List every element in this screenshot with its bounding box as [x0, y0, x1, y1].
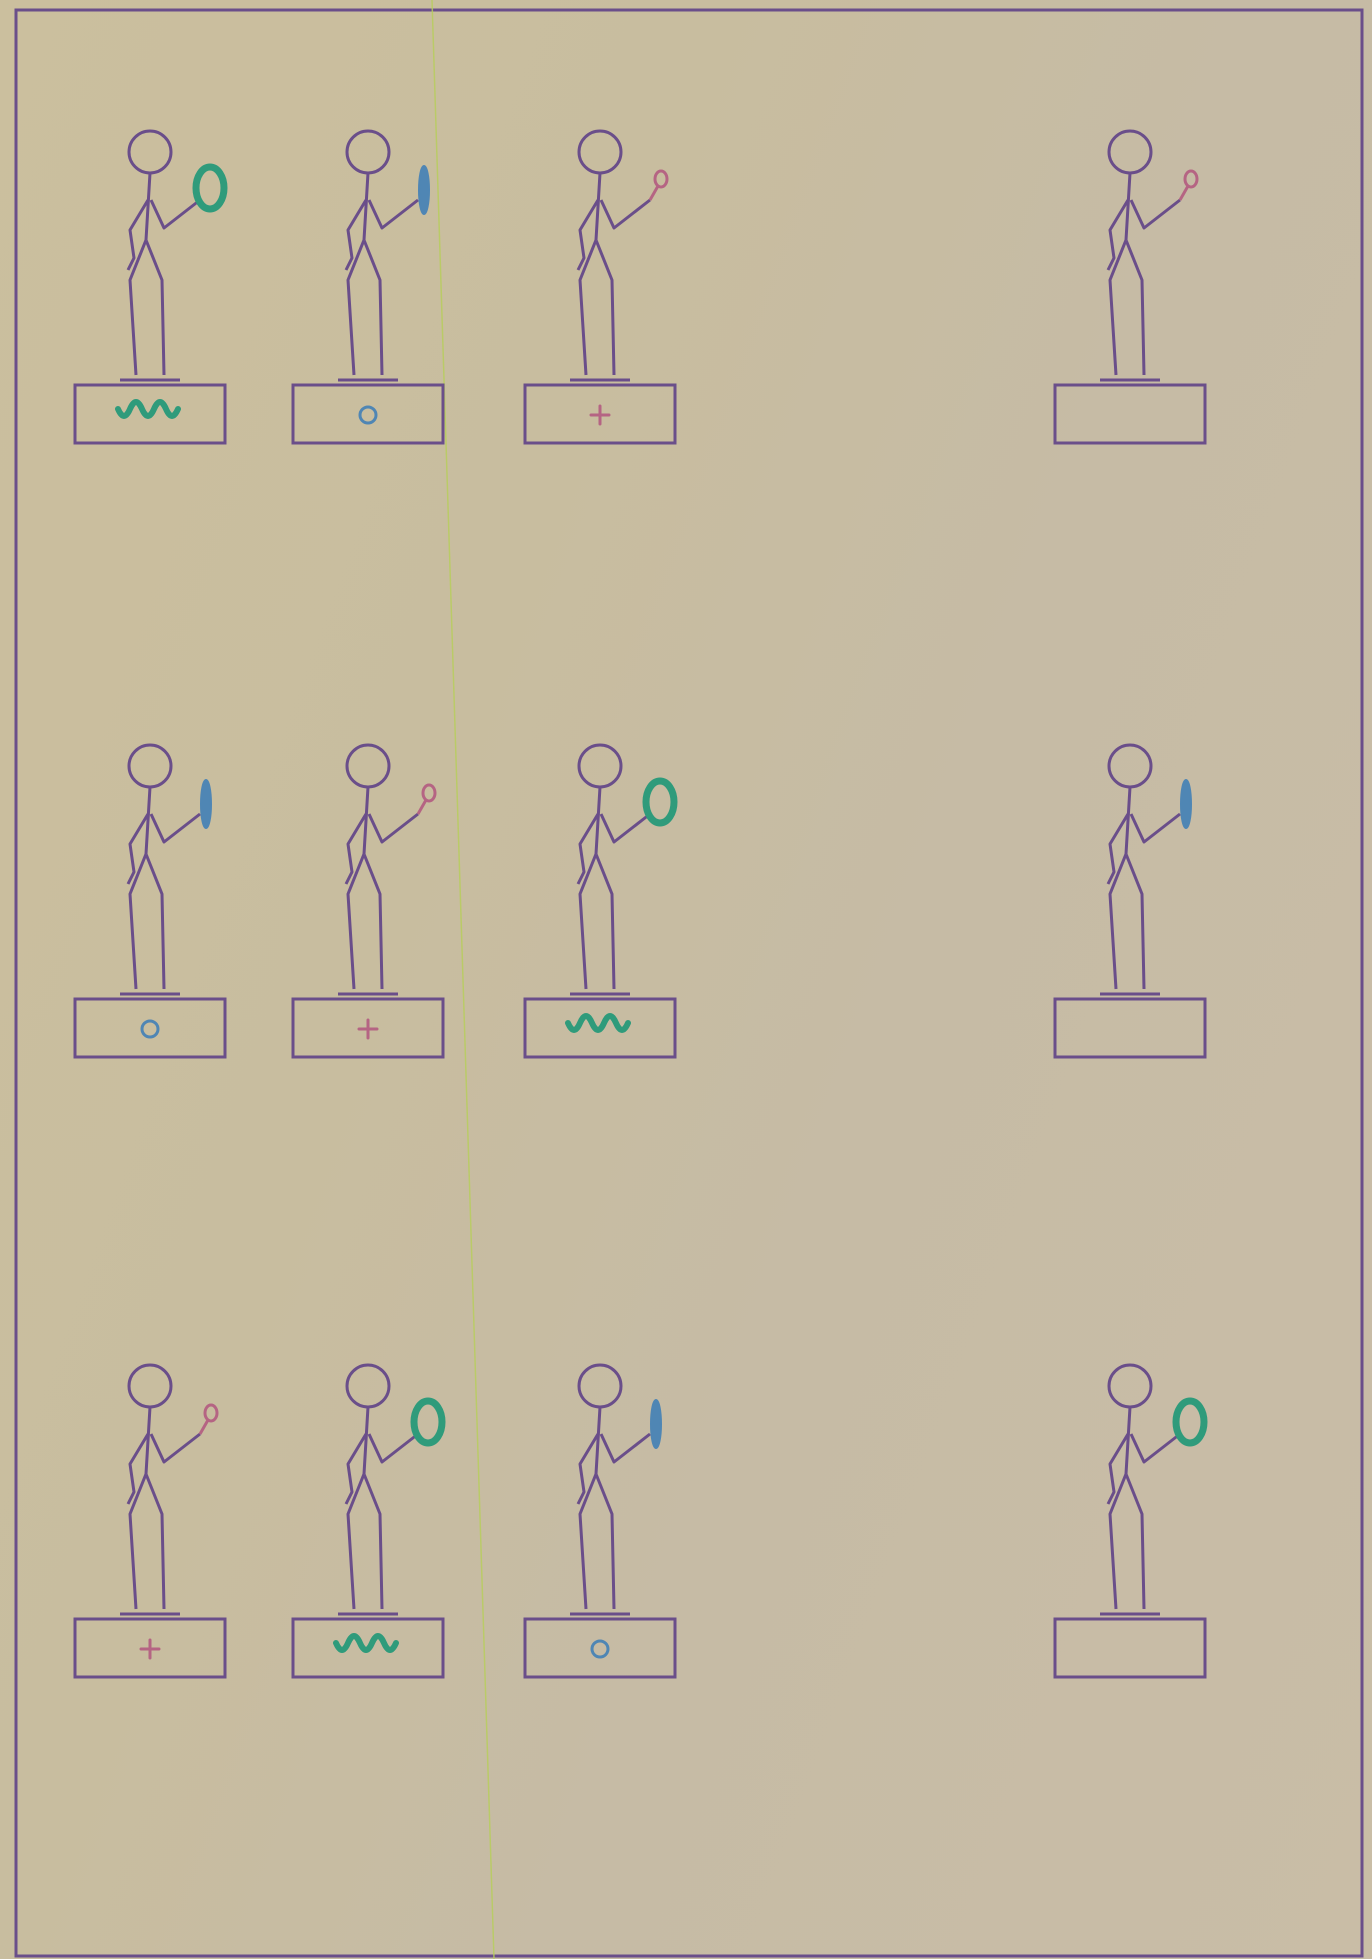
figure-head	[129, 131, 171, 173]
statue-figure	[1055, 745, 1205, 1057]
disc-icon	[419, 166, 429, 214]
figure-right-arm	[601, 814, 650, 842]
wave-symbol	[118, 402, 178, 416]
figure-right-arm	[151, 1434, 200, 1462]
figure-right-arm	[1131, 814, 1180, 842]
figure-head	[1109, 745, 1151, 787]
rattle-handle	[1180, 186, 1188, 200]
figure-head	[1109, 1365, 1151, 1407]
pedestal-box	[293, 385, 443, 443]
ring-icon	[414, 1401, 442, 1443]
figure-right-arm	[369, 200, 418, 228]
wave-symbol	[336, 1636, 396, 1650]
statue-figure	[75, 745, 225, 1057]
rattle-icon	[423, 785, 435, 801]
figure-right-arm	[601, 1434, 650, 1462]
figures-layer	[75, 131, 1205, 1677]
circle-symbol	[360, 407, 376, 423]
figure-head	[1109, 131, 1151, 173]
disc-icon	[201, 780, 211, 828]
figure-head	[347, 1365, 389, 1407]
rattle-icon	[655, 171, 667, 187]
plus-symbol	[141, 1640, 159, 1658]
figure-right-arm	[369, 814, 418, 842]
ring-icon	[1176, 1401, 1204, 1443]
statue-figure	[293, 745, 443, 1057]
figure-right-arm	[151, 814, 200, 842]
figure-right-arm	[1131, 1434, 1180, 1462]
rattle-handle	[200, 1420, 208, 1434]
figure-head	[579, 745, 621, 787]
figure-head	[579, 1365, 621, 1407]
figure-head	[347, 131, 389, 173]
figure-head	[347, 745, 389, 787]
ring-icon	[196, 167, 224, 209]
figure-right-arm	[601, 200, 650, 228]
figure-head	[579, 131, 621, 173]
statue-figure	[1055, 1365, 1205, 1677]
wave-symbol	[568, 1016, 628, 1030]
statue-figure	[525, 745, 675, 1057]
circle-symbol	[142, 1021, 158, 1037]
statue-figure	[293, 131, 443, 443]
disc-icon	[1181, 780, 1191, 828]
circle-symbol	[592, 1641, 608, 1657]
statue-figure	[525, 131, 675, 443]
figure-right-arm	[369, 1434, 418, 1462]
rattle-icon	[1185, 171, 1197, 187]
page-border	[16, 10, 1362, 1956]
rattle-handle	[418, 800, 426, 814]
statue-figure	[75, 131, 225, 443]
disc-icon	[651, 1400, 661, 1448]
figure-head	[129, 745, 171, 787]
rattle-icon	[205, 1405, 217, 1421]
pedestal-box	[525, 1619, 675, 1677]
plus-symbol	[591, 406, 609, 424]
figure-right-arm	[1131, 200, 1180, 228]
pedestal-box	[75, 999, 225, 1057]
statue-figure	[293, 1365, 443, 1677]
pedestal-box	[1055, 1619, 1205, 1677]
statue-figure	[1055, 131, 1205, 443]
plus-symbol	[359, 1020, 377, 1038]
figure-right-arm	[151, 200, 200, 228]
ring-icon	[646, 781, 674, 823]
statue-figure	[525, 1365, 675, 1677]
rattle-handle	[650, 186, 658, 200]
fold-line	[432, 0, 494, 1959]
figure-head	[129, 1365, 171, 1407]
pedestal-box	[1055, 999, 1205, 1057]
pedestal-box	[1055, 385, 1205, 443]
statue-figure	[75, 1365, 225, 1677]
